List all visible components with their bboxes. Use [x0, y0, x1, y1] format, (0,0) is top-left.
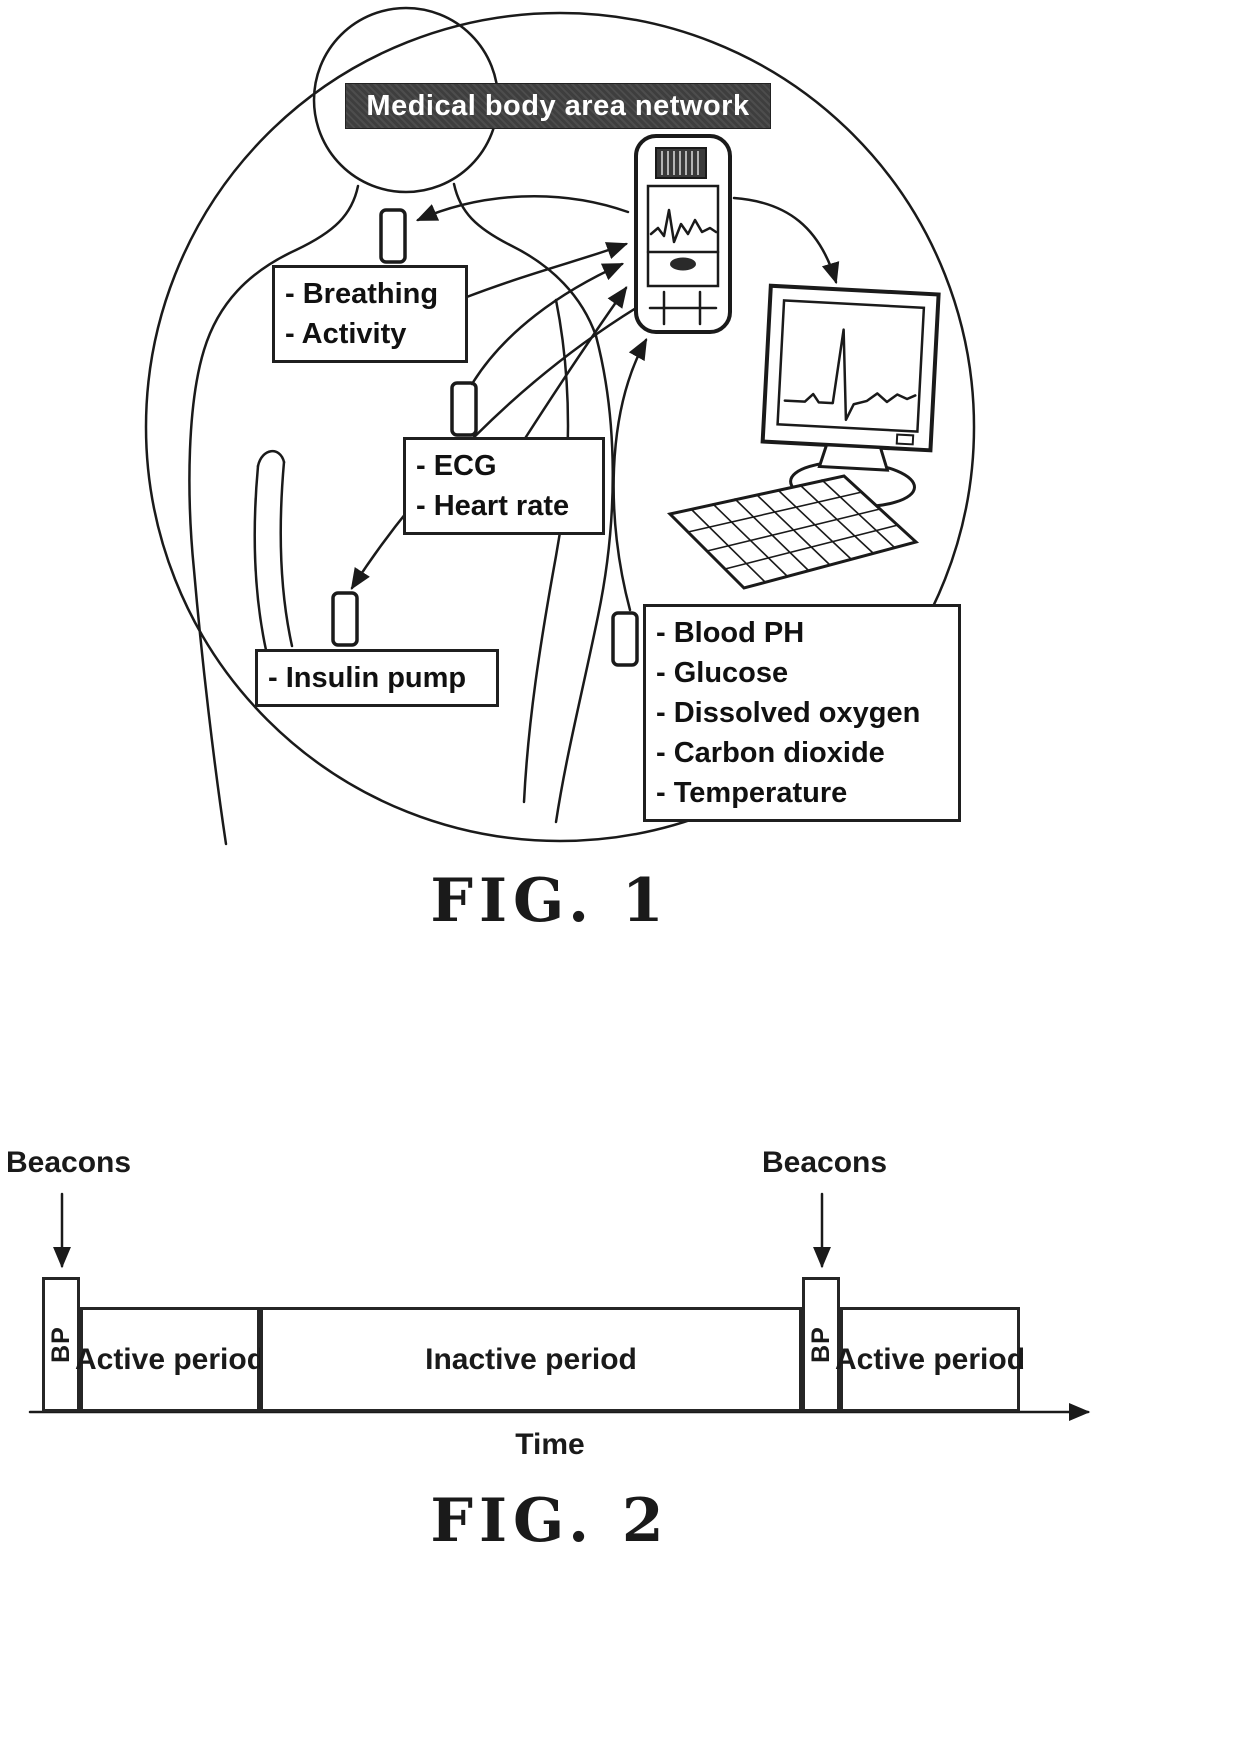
label-line: - Carbon dioxide: [656, 737, 885, 770]
computer-monitor-icon: [760, 283, 941, 508]
ecg-sensor-icon: [450, 381, 478, 437]
label-line: - Insulin pump: [268, 662, 467, 694]
bp-label: BP: [806, 1326, 835, 1363]
blood-sensor-icon: [611, 611, 639, 667]
period-label: Active period: [74, 1342, 266, 1376]
body-outline: [188, 6, 614, 846]
beacon-period-box-right: BP: [802, 1277, 840, 1412]
period-label: Inactive period: [425, 1342, 637, 1376]
label-line: - Temperature: [656, 777, 848, 810]
label-line: - Dissolved oxygen: [656, 697, 921, 730]
beacon-period-box-left: BP: [42, 1277, 80, 1412]
period-label: Active period: [834, 1342, 1026, 1376]
beacons-label-right: Beacons: [762, 1146, 888, 1179]
label-line: - Breathing: [285, 278, 439, 310]
label-line: - Heart rate: [416, 490, 570, 523]
beacons-label-left: Beacons: [6, 1146, 132, 1179]
inactive-period-box: Inactive period: [260, 1307, 802, 1412]
chest-sensor-icon: [379, 208, 407, 264]
active-period-box-2: Active period: [835, 1307, 1025, 1412]
active-period-box-1: Active period: [75, 1307, 265, 1412]
fig1-caption: FIG. 1: [430, 866, 670, 936]
label-line: - Blood PH: [656, 617, 805, 649]
label-line: - Activity: [285, 318, 407, 351]
insulin-pump-icon: [331, 591, 359, 647]
mban-title: Medical body area network: [345, 83, 771, 129]
bp-label: BP: [46, 1326, 75, 1363]
breathing-activity-label: - Breathing - Activity: [272, 265, 468, 364]
time-axis: [28, 1192, 1091, 1421]
label-line: - Glucose: [656, 657, 789, 690]
label-line: - ECG: [416, 450, 497, 482]
data-flow-arrows: [350, 195, 840, 612]
time-axis-label: Time: [515, 1428, 585, 1461]
network-boundary-circle: [144, 11, 976, 843]
keyboard-icon: [666, 474, 920, 590]
fig2-caption: FIG. 2: [430, 1486, 670, 1556]
insulin-pump-label: - Insulin pump: [255, 649, 499, 708]
ecg-heart-rate-label: - ECG - Heart rate: [403, 437, 605, 536]
blood-chemistry-label: - Blood PH - Glucose - Dissolved oxygen …: [643, 604, 961, 823]
mobile-device-icon: [634, 134, 732, 334]
